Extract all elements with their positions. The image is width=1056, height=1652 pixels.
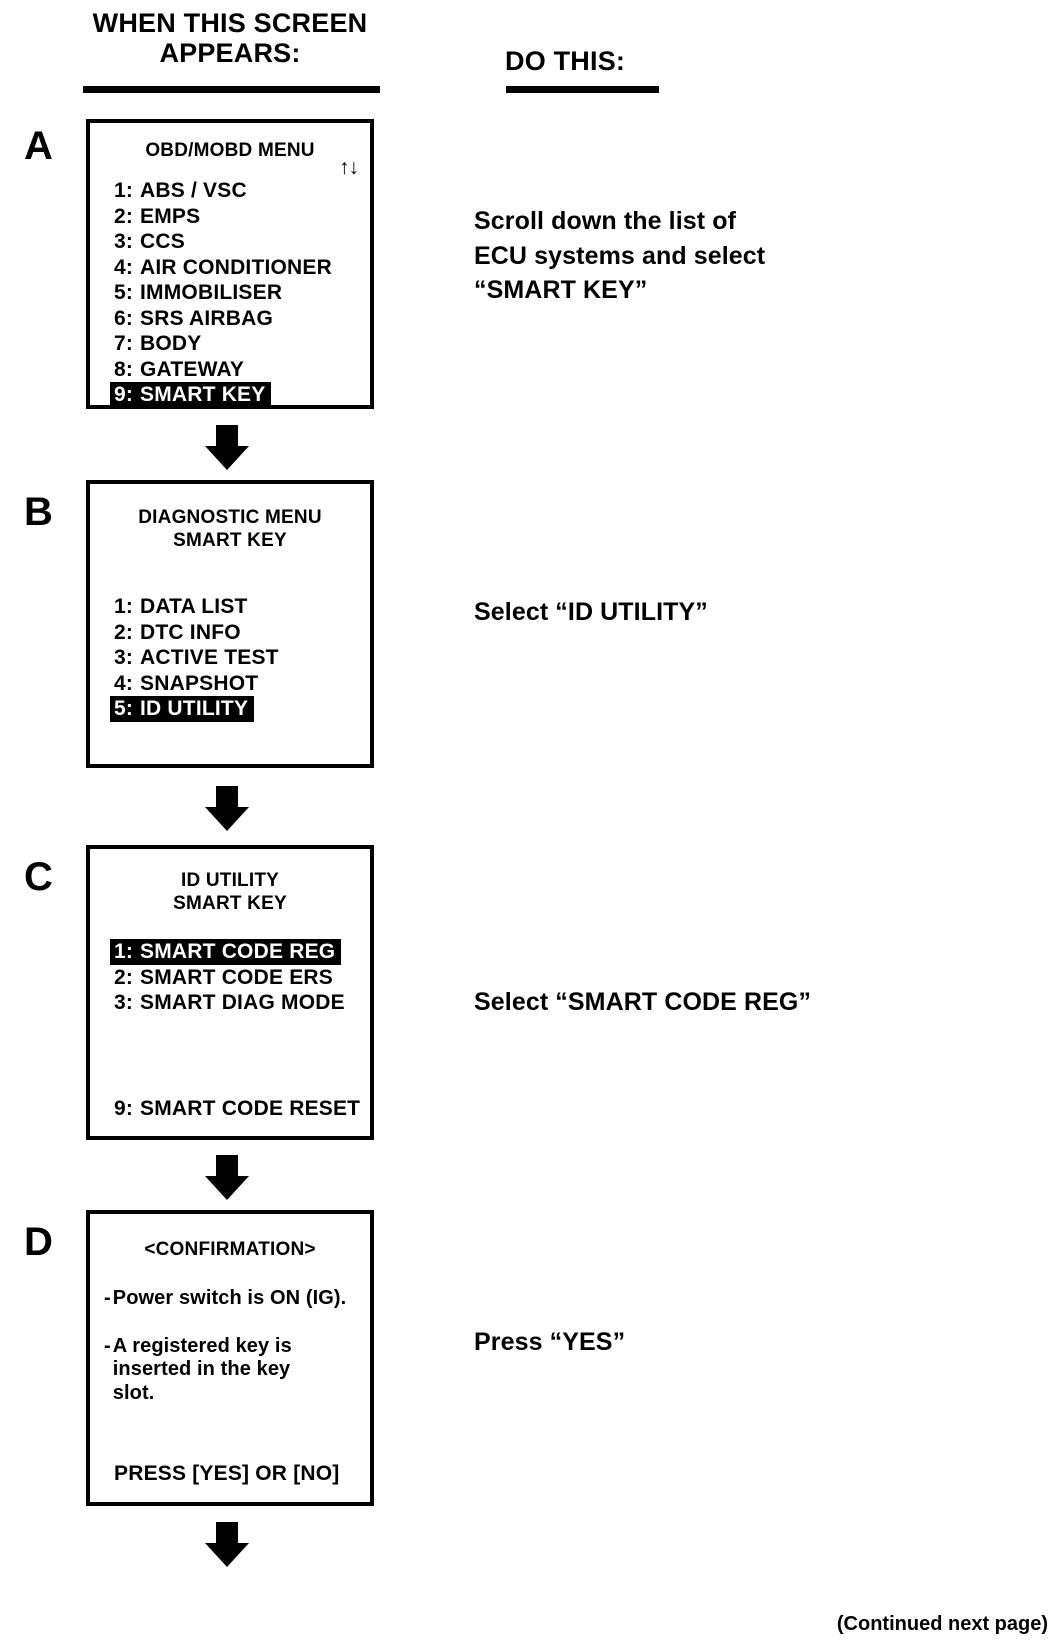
menu-item-label: DTC INFO — [140, 620, 241, 644]
confirmation-prompt: PRESS [YES] OR [NO] — [114, 1462, 340, 1485]
menu-item-label: SMART CODE RESET — [140, 1097, 361, 1121]
menu-item-selected[interactable]: 5: ID UTILITY — [110, 696, 255, 722]
menu-item-number: 1: — [114, 179, 134, 203]
menu-item-label: ABS / VSC — [140, 179, 247, 203]
instruction-step-d: Press “YES” — [474, 1328, 626, 1356]
menu-item-number: 2: — [114, 620, 134, 644]
menu-item-number: 3: — [114, 646, 134, 670]
menu-item[interactable]: 7: BODY — [114, 331, 201, 357]
menu-item[interactable]: 1: DATA LIST — [114, 594, 248, 620]
flow-arrow-c-to-d — [205, 1155, 249, 1200]
menu-item-number: 6: — [114, 306, 134, 330]
bullet-dash: - — [104, 1334, 111, 1357]
menu-item-label: BODY — [140, 332, 202, 356]
step-letter-c: C — [24, 855, 53, 899]
instruction-step-c: Select “SMART CODE REG” — [474, 988, 812, 1016]
screen-title-b: DIAGNOSTIC MENU SMART KEY — [138, 507, 322, 552]
column-header-right-underline — [506, 86, 659, 93]
menu-item-number: 4: — [114, 671, 134, 695]
arrow-head — [205, 1176, 249, 1200]
menu-item-label: GATEWAY — [140, 357, 245, 381]
step-letter-a: A — [24, 124, 53, 168]
step-letter-b: B — [24, 490, 53, 534]
menu-item-label: SNAPSHOT — [140, 671, 259, 695]
device-screen-a: OBD/MOBD MENU ↑↓ 1: ABS / VSC 2: EMPS 3:… — [86, 119, 374, 409]
instruction-step-a: Scroll down the list of ECU systems and … — [474, 207, 766, 304]
menu-item[interactable]: 3: CCS — [114, 229, 185, 255]
menu-item-label: SRS AIRBAG — [140, 306, 274, 330]
menu-item-number: 9: — [114, 1097, 134, 1121]
device-screen-d: <CONFIRMATION> - Power switch is ON (IG)… — [86, 1210, 374, 1506]
step-letter-d: D — [24, 1220, 53, 1264]
menu-item-label: SMART DIAG MODE — [140, 991, 345, 1015]
menu-item-label: AIR CONDITIONER — [140, 255, 332, 279]
menu-item-number: 2: — [114, 204, 134, 228]
confirmation-bullet-2: - A registered key is inserted in the ke… — [104, 1335, 370, 1406]
menu-item[interactable]: 4: AIR CONDITIONER — [114, 255, 332, 281]
confirmation-bullet-1: - Power switch is ON (IG). — [104, 1287, 370, 1311]
flow-arrow-a-to-b — [205, 425, 249, 470]
menu-list-b: 1: DATA LIST 2: DTC INFO 3: ACTIVE TEST … — [110, 594, 370, 722]
device-screen-b: DIAGNOSTIC MENU SMART KEY 1: DATA LIST 2… — [86, 480, 374, 768]
column-header-do-this: DO THIS: — [505, 46, 626, 76]
flow-arrow-d-to-next — [205, 1522, 249, 1567]
column-header-left-underline — [83, 86, 380, 93]
bullet-text: A registered key is inserted in the key … — [112, 1334, 292, 1404]
menu-item[interactable]: 8: GATEWAY — [114, 357, 244, 383]
menu-item-label: ID UTILITY — [140, 697, 249, 721]
menu-item-number: 5: — [114, 697, 134, 721]
menu-list-c: 1: SMART CODE REG 2: SMART CODE ERS 3: S… — [110, 939, 370, 1016]
menu-item-selected[interactable]: 1: SMART CODE REG — [110, 939, 342, 965]
bullet-text: Power switch is ON (IG). — [112, 1287, 347, 1310]
arrow-shaft — [216, 786, 238, 809]
device-screen-c: ID UTILITY SMART KEY 1: SMART CODE REG 2… — [86, 845, 374, 1140]
menu-item[interactable]: 3: ACTIVE TEST — [114, 645, 279, 671]
menu-item[interactable]: 2: EMPS — [114, 204, 200, 230]
menu-item-reset[interactable]: 9: SMART CODE RESET — [114, 1096, 360, 1122]
menu-list-a: 1: ABS / VSC 2: EMPS 3: CCS 4: AIR CONDI… — [110, 178, 370, 408]
flow-arrow-b-to-c — [205, 786, 249, 831]
screen-title-d: <CONFIRMATION> — [144, 1239, 316, 1260]
menu-item-label: CCS — [140, 230, 185, 254]
menu-item[interactable]: 4: SNAPSHOT — [114, 671, 258, 697]
menu-item-number: 1: — [114, 940, 134, 964]
menu-item-number: 1: — [114, 595, 134, 619]
menu-item[interactable]: 3: SMART DIAG MODE — [114, 990, 345, 1016]
continued-next-page-note: (Continued next page) — [836, 1613, 1048, 1635]
menu-item-label: SMART CODE ERS — [140, 965, 333, 989]
bullet-dash: - — [104, 1287, 111, 1310]
scroll-up-down-icon: ↑↓ — [339, 156, 359, 179]
menu-item-label: SMART CODE REG — [140, 940, 336, 964]
menu-item-label: IMMOBILISER — [140, 281, 283, 305]
arrow-head — [205, 1543, 249, 1567]
menu-item-selected[interactable]: 9: SMART KEY — [110, 382, 272, 408]
column-header-when-this-screen-appears: WHEN THIS SCREEN APPEARS: — [92, 8, 368, 69]
menu-item[interactable]: 5: IMMOBILISER — [114, 280, 282, 306]
arrow-head — [205, 807, 249, 831]
menu-item-number: 3: — [114, 230, 134, 254]
menu-item[interactable]: 6: SRS AIRBAG — [114, 306, 273, 332]
menu-item-number: 5: — [114, 281, 134, 305]
screen-title-a: OBD/MOBD MENU — [145, 140, 315, 161]
arrow-head — [205, 446, 249, 470]
menu-item-number: 9: — [114, 383, 134, 407]
arrow-shaft — [216, 1155, 238, 1178]
menu-item-number: 2: — [114, 965, 134, 989]
menu-item[interactable]: 2: SMART CODE ERS — [114, 965, 333, 991]
menu-item-number: 7: — [114, 332, 134, 356]
menu-item-number: 8: — [114, 357, 134, 381]
arrow-shaft — [216, 425, 238, 448]
menu-item-number: 4: — [114, 255, 134, 279]
menu-item-label: DATA LIST — [140, 595, 248, 619]
menu-item-number: 3: — [114, 991, 134, 1015]
menu-item[interactable]: 2: DTC INFO — [114, 620, 241, 646]
arrow-shaft — [216, 1522, 238, 1545]
menu-item[interactable]: 1: ABS / VSC — [114, 178, 247, 204]
menu-item-label: ACTIVE TEST — [140, 646, 279, 670]
instruction-step-b: Select “ID UTILITY” — [474, 598, 708, 626]
menu-item-label: SMART KEY — [140, 383, 266, 407]
menu-item-label: EMPS — [140, 204, 201, 228]
screen-title-c: ID UTILITY SMART KEY — [173, 870, 287, 915]
